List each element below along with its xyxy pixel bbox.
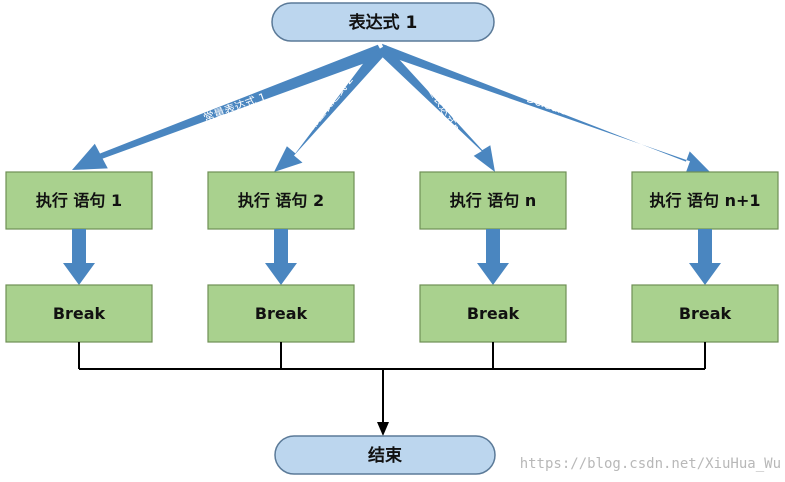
statement-label-1: 执行 语句 1 — [36, 191, 122, 210]
branch-arrow-3 — [376, 45, 495, 172]
break-label-1: Break — [53, 304, 106, 323]
start-node: 表达式 1 — [271, 2, 495, 42]
statement-box-3: 执行 语句 n — [419, 171, 567, 230]
watermark: https://blog.csdn.net/XiuHua_Wu — [520, 456, 781, 472]
end-node: 结束 — [274, 435, 496, 475]
break-label-2: Break — [255, 304, 308, 323]
break-arrow-4 — [689, 229, 721, 285]
statement-label-2: 执行 语句 2 — [238, 191, 324, 210]
statement-label-3: 执行 语句 n — [450, 191, 537, 210]
branch-arrow-4 — [381, 43, 710, 173]
break-boxes: Break Break Break Break — [5, 284, 779, 343]
branch-arrow-2 — [274, 45, 385, 172]
edge-label-3: 常量表达式n — [419, 74, 463, 134]
break-box-3: Break — [419, 284, 567, 343]
edge-labels: 常量表达式 1 常量表达式 2 常量表达式n Default — [201, 73, 567, 134]
merge-connectors — [78, 342, 706, 424]
statement-box-4: 执行 语句 n+1 — [631, 171, 779, 230]
edge-label-4: Default — [525, 92, 568, 118]
statement-boxes: 执行 语句 1 执行 语句 2 执行 语句 n 执行 语句 n+1 — [5, 171, 779, 230]
break-arrows — [63, 229, 721, 285]
statement-box-1: 执行 语句 1 — [5, 171, 153, 230]
break-label-4: Break — [679, 304, 732, 323]
branch-arrows — [72, 43, 710, 173]
statement-box-2: 执行 语句 2 — [207, 171, 355, 230]
break-box-4: Break — [631, 284, 779, 343]
branch-arrow-1 — [72, 44, 384, 170]
statement-label-4: 执行 语句 n+1 — [649, 191, 760, 210]
start-label: 表达式 1 — [349, 12, 418, 33]
break-arrow-1 — [63, 229, 95, 285]
break-arrow-3 — [477, 229, 509, 285]
edge-label-1: 常量表达式 1 — [201, 89, 267, 125]
break-arrow-2 — [265, 229, 297, 285]
end-arrowhead — [377, 422, 389, 436]
break-label-3: Break — [467, 304, 520, 323]
end-label: 结束 — [368, 445, 402, 466]
break-box-1: Break — [5, 284, 153, 343]
break-box-2: Break — [207, 284, 355, 343]
